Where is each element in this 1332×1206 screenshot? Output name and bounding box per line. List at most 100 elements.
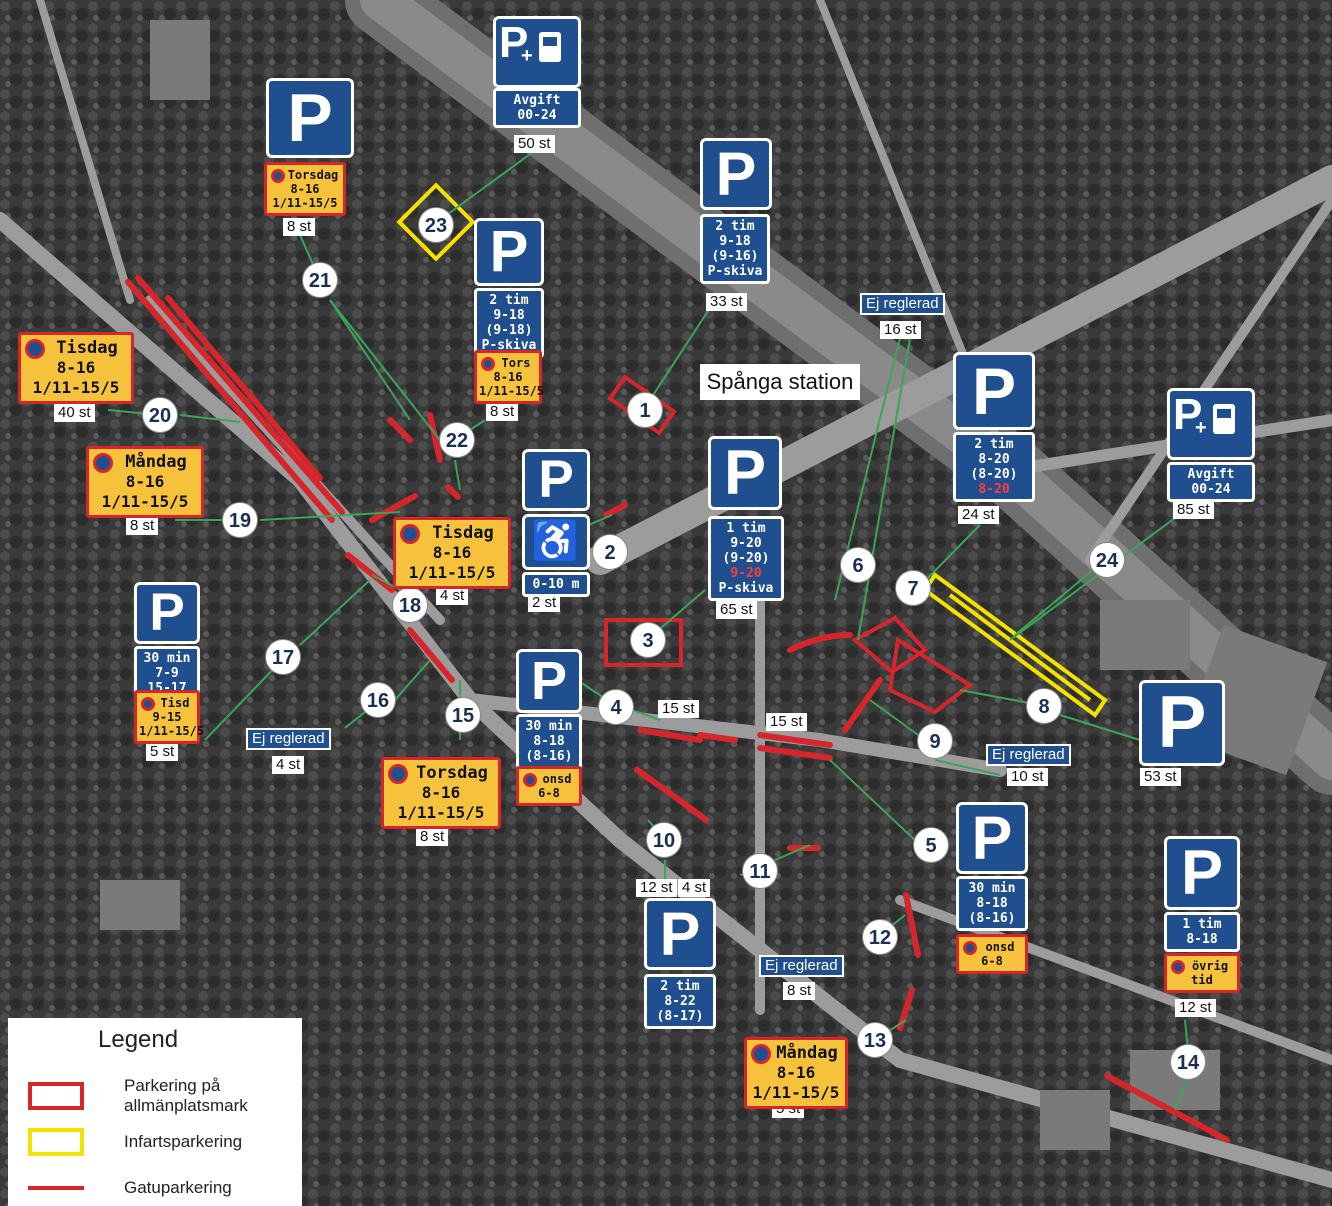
no-parking-line: Torsdag [287, 168, 339, 182]
count-label: 8 st [416, 828, 449, 846]
parking-sign: P [700, 138, 772, 210]
no-parking-line: tid [1191, 973, 1213, 987]
no-parking-icon [388, 764, 408, 784]
number-marker: 24 [1089, 542, 1125, 578]
count-label: 5 st [146, 743, 179, 761]
count-label: 12 st [1175, 999, 1216, 1017]
parking-sign: P [644, 898, 716, 970]
no-parking-icon [400, 524, 420, 544]
no-parking-line: Tisdag [56, 338, 118, 358]
sign-panel-line: 7-9 [155, 666, 179, 681]
count-label: 85 st [1173, 501, 1214, 519]
no-parking-line: 1/11-15/5 [408, 563, 496, 582]
no-parking-line: Tors [501, 356, 531, 370]
sign-panel-line: 8-18 [533, 734, 565, 749]
no-parking-line: onsd [542, 772, 572, 786]
number-marker: 20 [142, 397, 178, 433]
number-marker: 8 [1026, 688, 1062, 724]
legend-item-street: Gatuparkering [28, 1178, 232, 1198]
sign-panel-line: 1 tim [1182, 917, 1222, 932]
count-label: 16 st [880, 321, 921, 339]
parking-sign: P [953, 352, 1035, 430]
count-label: 8 st [783, 982, 816, 1000]
legend-item-commuter: Infartsparkering [28, 1128, 242, 1156]
sign-panel-line: 00-24 [1191, 482, 1231, 497]
parking-sign: P [708, 436, 782, 510]
sign-panel-line: 8-22 [664, 994, 696, 1009]
no-parking-line: 6-8 [981, 954, 1003, 968]
number-marker: 18 [392, 587, 428, 623]
no-parking-icon [963, 941, 977, 955]
number-marker: 12 [862, 919, 898, 955]
sign-panel-line: 2 tim [660, 979, 700, 994]
count-label: 33 st [706, 293, 747, 311]
number-marker: 3 [630, 622, 666, 658]
count-label: 12 st [636, 879, 677, 897]
count-label: 4 st [436, 587, 469, 605]
sign-panel-line: 9-20 [730, 536, 762, 551]
number-marker: 7 [895, 570, 931, 606]
park-and-ride-sign [1167, 388, 1255, 460]
number-marker: 5 [913, 827, 949, 863]
count-label: 15 st [658, 700, 699, 718]
unregulated-label: Ej reglerad [860, 293, 945, 315]
plus-icon: + [1195, 417, 1207, 439]
sign-panel-line: 8-18 [1186, 932, 1218, 947]
number-marker: 16 [360, 682, 396, 718]
public-parking-areas [604, 374, 974, 715]
unregulated-label: Ej reglerad [986, 744, 1071, 766]
count-label: 2 st [528, 594, 561, 612]
disabled-parking-icon: ♿ [522, 514, 590, 570]
no-parking-line: 1/11-15/5 [397, 803, 485, 822]
legend: Legend Parkering på allmänplatsmark Infa… [8, 1018, 302, 1206]
number-marker: 9 [917, 723, 953, 759]
no-parking-line: 1/11-15/5 [272, 196, 338, 210]
no-parking-line: 8-16 [125, 472, 165, 491]
no-parking-line: 1/11-15/5 [479, 384, 545, 398]
parking-sign: P [1164, 836, 1240, 910]
parking-sign: P [522, 449, 590, 511]
no-parking-line: Måndag [776, 1043, 838, 1063]
sign-panel: 0-10 m [522, 572, 590, 597]
number-marker: 19 [222, 502, 258, 538]
no-parking-line: 1/11-15/5 [752, 1083, 840, 1102]
sign-panel-line: Avgift [513, 93, 561, 108]
sign-panel-line: 9-18 [719, 234, 751, 249]
no-parking-line: 8-16 [56, 358, 96, 377]
sign-panel-line: 2 tim [489, 293, 529, 308]
sign-panel-line: (8-16) [525, 749, 573, 764]
park-ride-letter: P [1173, 390, 1203, 439]
no-parking-icon [25, 339, 45, 359]
legend-item-public: Parkering på allmänplatsmark [28, 1076, 274, 1116]
count-label: 8 st [283, 218, 316, 236]
sign-panel-line: 9-18 [493, 308, 525, 323]
count-label: 15 st [766, 713, 807, 731]
sign-panel-line: Avgift [1187, 467, 1235, 482]
unregulated-label: Ej reglerad [246, 728, 331, 750]
sign-panel-line: 1 tim [726, 521, 766, 536]
count-label: 4 st [272, 756, 305, 774]
legend-swatch-red-box [28, 1082, 84, 1110]
count-label: 65 st [716, 601, 757, 619]
no-parking-icon [1171, 960, 1185, 974]
sign-panel-line: (8-20) [970, 467, 1018, 482]
no-parking-line: 8-16 [776, 1063, 816, 1082]
number-marker: 13 [857, 1022, 893, 1058]
park-and-ride-sign [493, 16, 581, 88]
plus-icon: + [521, 45, 533, 67]
sign-panel-line: (9-18) [485, 323, 533, 338]
